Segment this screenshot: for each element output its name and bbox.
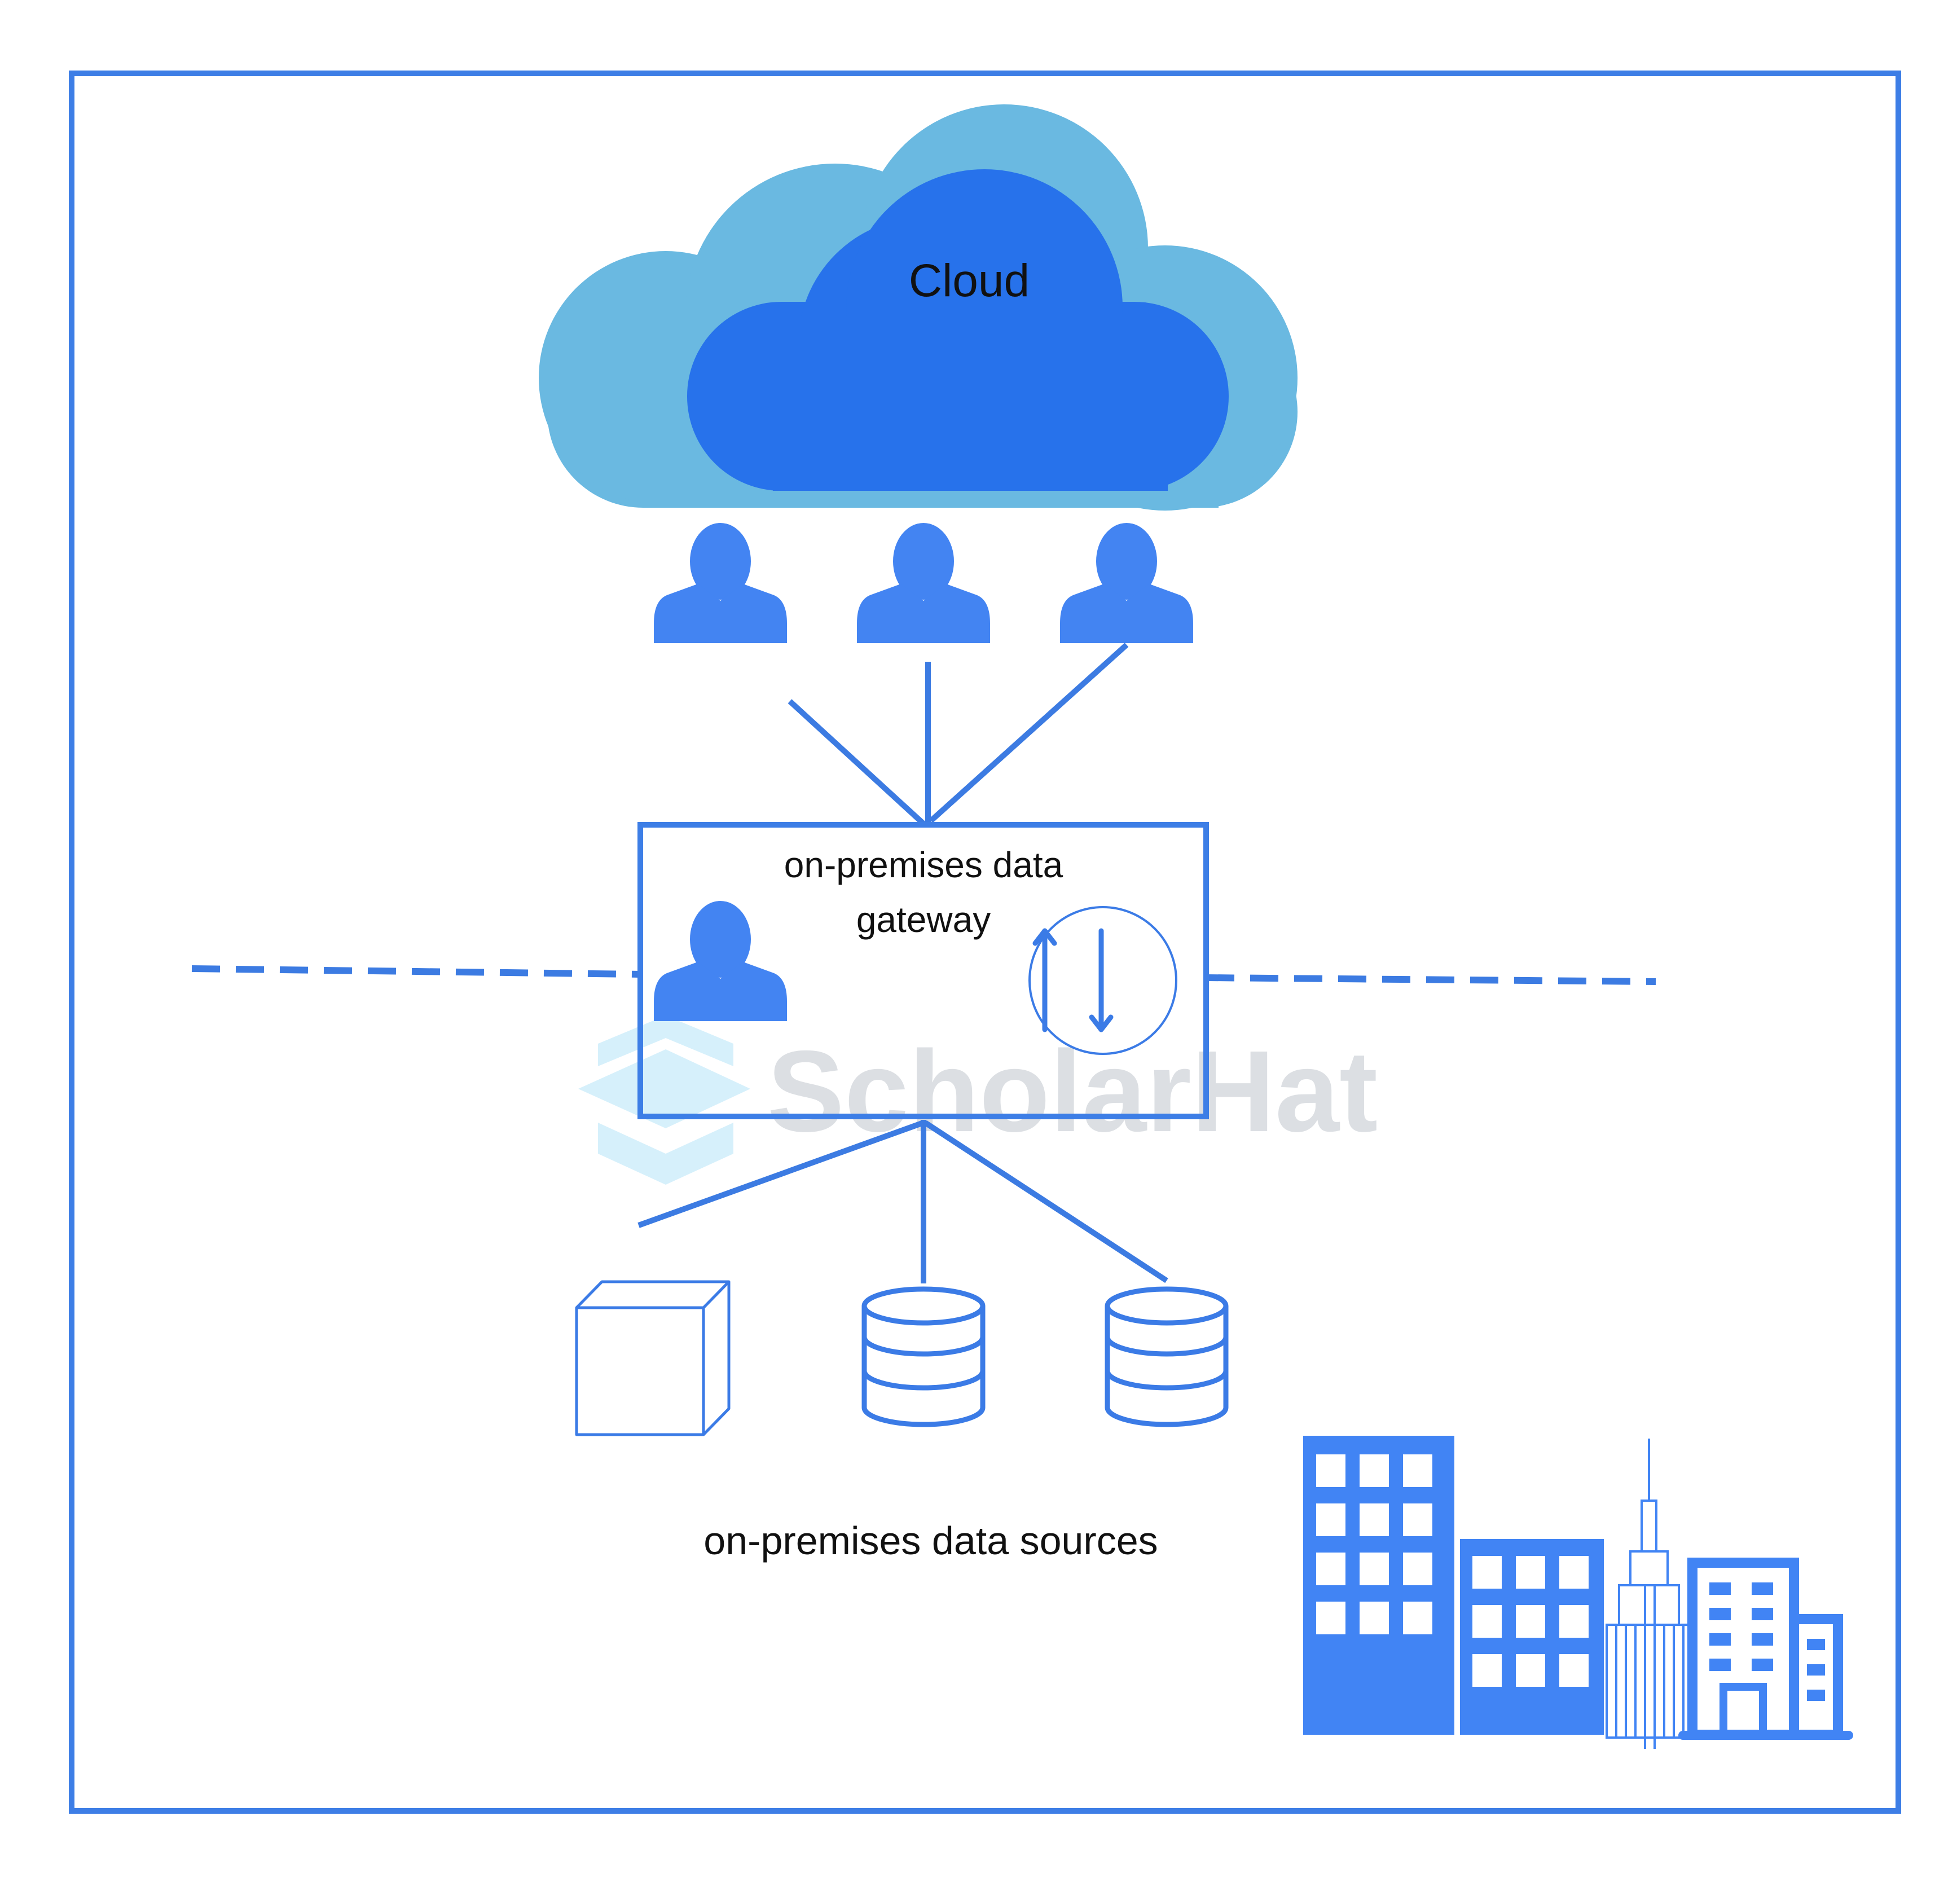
buildings-icon <box>1303 1436 1853 1749</box>
user-icon-1 <box>654 523 787 643</box>
cube-icon <box>575 1280 731 1436</box>
database-icon-1 <box>864 1289 983 1424</box>
network-boundary-right <box>1206 974 1656 985</box>
network-boundary-left <box>191 965 641 978</box>
user-icon-2 <box>857 523 990 643</box>
connector-line <box>637 1120 925 1228</box>
gateway-box <box>637 822 1209 1119</box>
cloud-label: Cloud <box>909 255 1030 306</box>
gateway-label-line1: on-premises data <box>784 845 1063 885</box>
outer-frame <box>69 71 1901 1814</box>
gateway-user-icon <box>654 901 787 1021</box>
watermark-logo-icon <box>578 1015 750 1185</box>
cloud-icon <box>539 104 1298 511</box>
connector-line <box>923 1120 1168 1283</box>
gateway-label-line2: gateway <box>856 899 991 940</box>
lower-connectors <box>637 1120 1168 1283</box>
connector-line <box>788 699 926 826</box>
database-icon-2 <box>1107 1289 1226 1424</box>
upper-connectors <box>788 643 1129 826</box>
user-icon-3 <box>1060 523 1193 643</box>
sync-arrows-icon <box>1028 906 1177 1055</box>
connector-line <box>929 643 1129 823</box>
sources-label: on-premises data sources <box>703 1519 1158 1563</box>
